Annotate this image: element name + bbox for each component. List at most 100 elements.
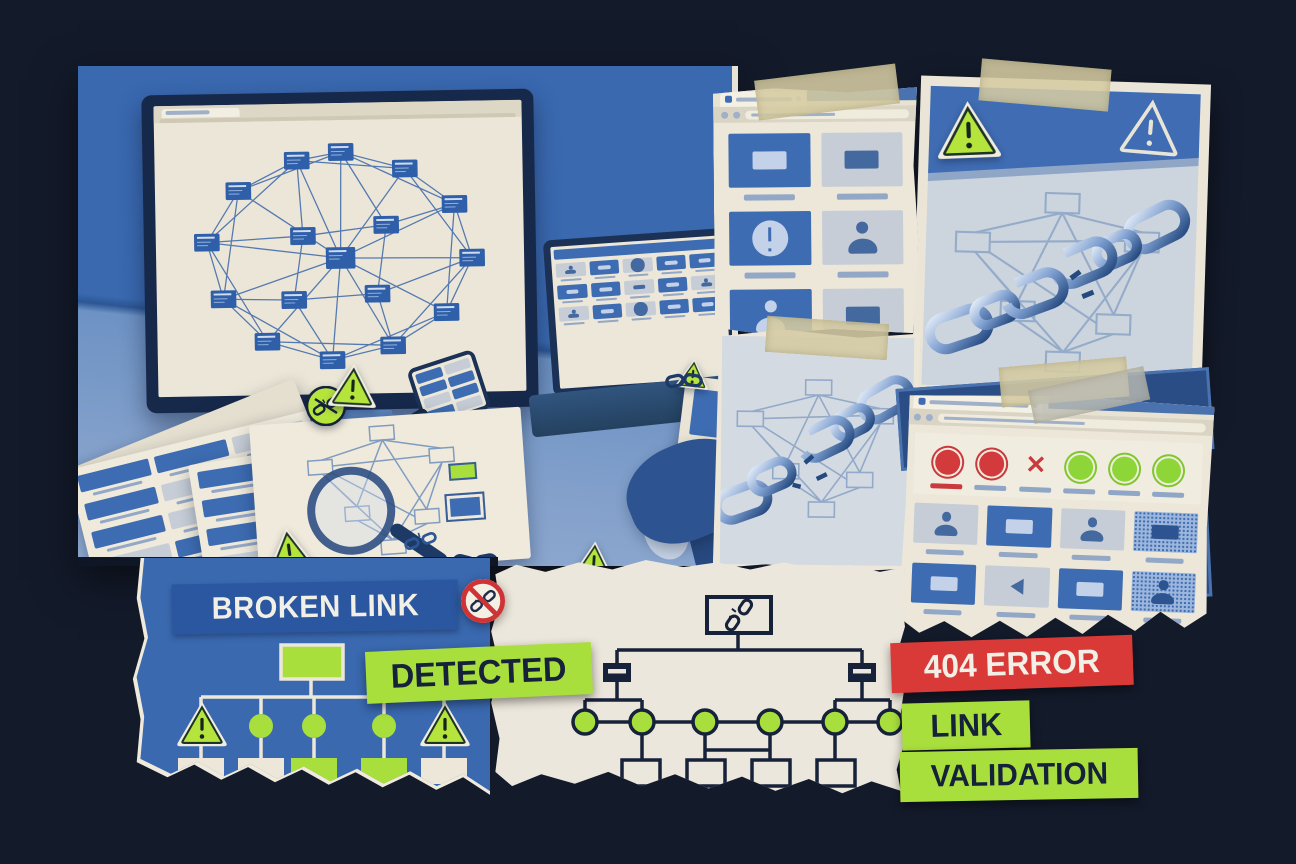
page-node	[178, 758, 224, 784]
sitemap-node	[319, 351, 346, 370]
person-icon	[934, 512, 958, 536]
chain-icon	[665, 373, 703, 389]
warn-icon	[630, 258, 645, 273]
play-icon	[1010, 578, 1024, 594]
wireframe-card	[1059, 508, 1125, 561]
broken-chain	[924, 199, 1191, 355]
rect-icon	[1076, 582, 1103, 597]
diagram-node	[444, 491, 487, 523]
rect-icon	[600, 308, 614, 315]
broken-link-status	[972, 451, 1011, 491]
broken-chain-diagram-photo	[713, 329, 922, 573]
person-icon	[1151, 580, 1175, 604]
root-node	[279, 643, 345, 681]
wireframe-card	[590, 281, 621, 302]
rect-icon	[666, 281, 680, 288]
person-icon	[701, 278, 712, 287]
sitemap-node	[290, 227, 316, 246]
detected-banner: DETECTED	[364, 642, 594, 704]
link-status-browser-photo: ✕	[897, 390, 1214, 654]
status-dot-error	[979, 451, 1005, 477]
link-label: LINK	[929, 706, 1003, 744]
rect-icon	[667, 303, 681, 310]
rect-icon	[664, 259, 678, 266]
sitemap-node	[225, 182, 252, 201]
rect-icon	[1152, 525, 1179, 540]
rect-icon	[632, 284, 646, 290]
validation-banner: VALIDATION	[899, 747, 1139, 803]
rect-icon	[599, 286, 613, 293]
wireframe-card-grid	[898, 493, 1210, 625]
sitemap-node	[210, 290, 237, 309]
wireframe-card	[659, 298, 690, 319]
status-dot-error	[934, 449, 960, 475]
page-node	[421, 758, 467, 784]
rect-icon	[565, 288, 579, 295]
ok-node	[372, 714, 396, 738]
ok-node-row	[571, 708, 904, 736]
sitemap-browser-photo	[713, 87, 919, 335]
favicon	[725, 96, 732, 103]
person-icon	[565, 265, 576, 274]
broken-chain-polaroid	[910, 75, 1212, 410]
sitemap-node	[283, 151, 310, 170]
page-node-row	[620, 758, 857, 788]
error-404-label: 404 ERROR	[923, 641, 1101, 686]
wireframe-card	[1057, 568, 1123, 621]
person-icon	[568, 309, 579, 318]
no-link-prohibition-icon	[460, 578, 506, 624]
status-dot-ok	[1067, 454, 1093, 480]
highlighted-node	[448, 461, 478, 481]
polaroid-image	[921, 85, 1201, 394]
rect-icon	[845, 150, 879, 169]
root-link-node	[705, 595, 773, 635]
detected-label: DETECTED	[390, 649, 568, 696]
back-icon	[914, 413, 921, 420]
wireframe-card	[729, 211, 811, 279]
sitemap-node	[254, 332, 281, 351]
sitemap-node	[193, 233, 220, 252]
back-icon	[721, 111, 728, 118]
sitemap-node	[325, 246, 356, 270]
sitemap-node	[391, 159, 418, 178]
wireframe-card	[655, 254, 687, 275]
rect-icon	[1005, 519, 1032, 534]
ok-node	[302, 714, 326, 738]
link-status-row: ✕	[913, 433, 1203, 505]
wireframe-card	[555, 261, 586, 282]
wireframe-card	[622, 257, 653, 277]
link-tree-flowchart	[571, 595, 904, 788]
warn-icon	[633, 302, 648, 316]
wireframe-card	[556, 283, 588, 304]
valid-link-status	[1149, 458, 1188, 498]
broken-link-status: ✕	[1016, 452, 1055, 492]
broken-link-status	[927, 449, 966, 489]
monitor	[141, 88, 539, 414]
page-node	[361, 758, 407, 784]
warning-triangle-icon	[176, 700, 228, 747]
sitemap-network-diagram	[154, 118, 527, 397]
reload-icon	[733, 111, 740, 118]
wireframe-card	[588, 259, 620, 280]
desk-scene-photo	[78, 66, 738, 566]
sitemap-node	[281, 290, 308, 310]
sitemap-node	[327, 142, 354, 162]
rect-icon	[597, 264, 611, 271]
rect-icon	[698, 257, 712, 264]
valid-link-status	[1060, 454, 1099, 494]
error-404-banner: 404 ERROR	[890, 634, 1134, 694]
warning-triangle-outline-icon	[1115, 94, 1186, 159]
warn-icon	[752, 220, 788, 256]
link-banner: LINK	[901, 700, 1031, 751]
monitor-screen	[153, 99, 527, 398]
sitemap-flowchart-panel	[491, 560, 905, 794]
reload-icon	[926, 413, 933, 420]
wireframe-card	[821, 132, 903, 200]
status-dot-ok	[1112, 456, 1138, 482]
wireframe-card	[984, 565, 1050, 618]
rect-icon	[752, 151, 786, 170]
broken-chain	[720, 336, 914, 566]
warning-triangle-icon	[571, 539, 618, 566]
wireframe-card	[657, 276, 689, 297]
laptop-card-grid	[551, 248, 727, 330]
